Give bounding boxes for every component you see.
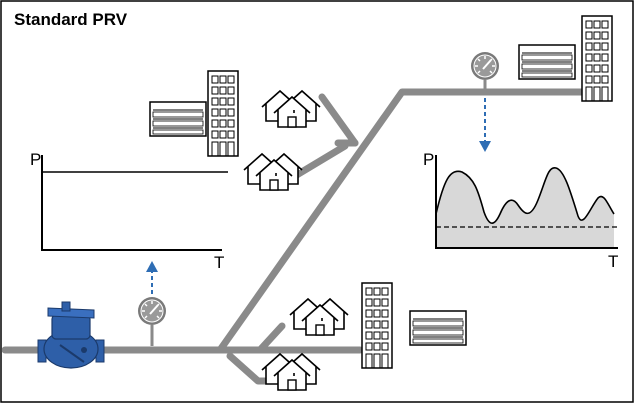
house-icon — [243, 153, 303, 191]
pressure-gauge-icon — [470, 51, 500, 90]
building-icon — [149, 70, 239, 157]
diagram-title: Standard PRV — [14, 10, 128, 29]
right-pressure-chart: P T — [423, 150, 618, 271]
pressure-curve — [435, 167, 615, 224]
left-pressure-chart: P T — [30, 150, 228, 272]
up-arrow-icon — [146, 261, 158, 294]
pressure-curve-area — [436, 167, 614, 248]
house-icon — [261, 90, 321, 128]
left-chart-x-label: T — [214, 253, 224, 272]
building-icon — [518, 15, 613, 102]
house-icon — [289, 298, 349, 336]
down-arrow-icon — [479, 98, 491, 152]
building-icon — [361, 282, 467, 369]
left-chart-y-label: P — [30, 150, 41, 169]
house-icon — [261, 353, 321, 391]
prv-valve-icon — [37, 301, 105, 369]
pressure-gauge-icon — [137, 296, 167, 346]
right-chart-y-label: P — [423, 150, 434, 169]
right-chart-x-label: T — [608, 252, 618, 271]
